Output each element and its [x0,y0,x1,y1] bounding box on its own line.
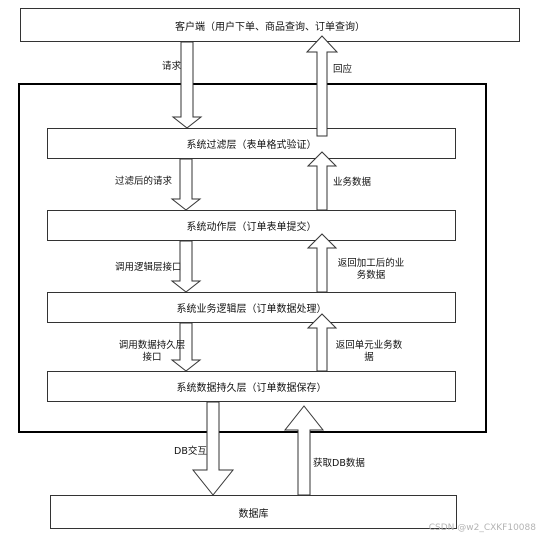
return-processed-line-2: 务数据 [356,270,386,281]
arrow-fetch-db [283,405,325,496]
client-box: 客户端（用户下单、商品查询、订单查询） [20,8,520,42]
call-persist-label: 调用数据持久层 接口 [112,340,192,364]
logic-layer-box: 系统业务逻辑层（订单数据处理） [47,292,456,323]
request-label: 请求 [162,61,182,72]
database-label: 数据库 [238,508,269,520]
response-label: 回应 [333,64,353,75]
call-persist-line-2: 接口 [142,352,162,363]
return-unit-line-1: 返回单元业务数 [335,340,403,351]
arrow-return-unit [306,313,338,372]
arrow-call-logic [170,240,202,293]
return-unit-line-2: 据 [364,352,374,363]
client-label: 客户端（用户下单、商品查询、订单查询） [175,21,365,33]
call-persist-line-1: 调用数据持久层 [118,340,186,351]
logic-layer-label: 系统业务逻辑层（订单数据处理） [176,304,327,315]
arrow-filtered-request [170,158,202,211]
filtered-request-label: 过滤后的请求 [115,176,173,187]
database-box: 数据库 [50,495,457,529]
business-data-label: 业务数据 [333,177,372,188]
action-layer-box: 系统动作层（订单表单提交） [47,210,456,241]
arrow-business-data [306,151,338,211]
arrow-return-processed [306,233,338,293]
action-layer-label: 系统动作层（订单表单提交） [186,222,317,233]
arrow-call-persist [170,322,202,372]
db-exchange-label: DB交互 [174,446,207,457]
return-unit-label: 返回单元业务数 据 [329,340,409,364]
call-logic-label: 调用逻辑层接口 [115,262,182,273]
filter-layer-label: 系统过滤层（表单格式验证） [186,140,317,151]
arrow-db-exchange [191,401,235,496]
arrow-response [305,35,339,137]
persist-layer-label: 系统数据持久层（订单数据保存） [176,383,327,394]
arrow-request [171,41,203,129]
filter-layer-box: 系统过滤层（表单格式验证） [47,128,456,159]
watermark: CSDN @w2_CXKF10088 [428,523,536,533]
fetch-db-label: 获取DB数据 [313,458,365,469]
return-processed-label: 返回加工后的业 务数据 [331,258,411,282]
system-frame [18,83,487,433]
return-processed-line-1: 返回加工后的业 [337,258,405,269]
persist-layer-box: 系统数据持久层（订单数据保存） [47,371,456,402]
